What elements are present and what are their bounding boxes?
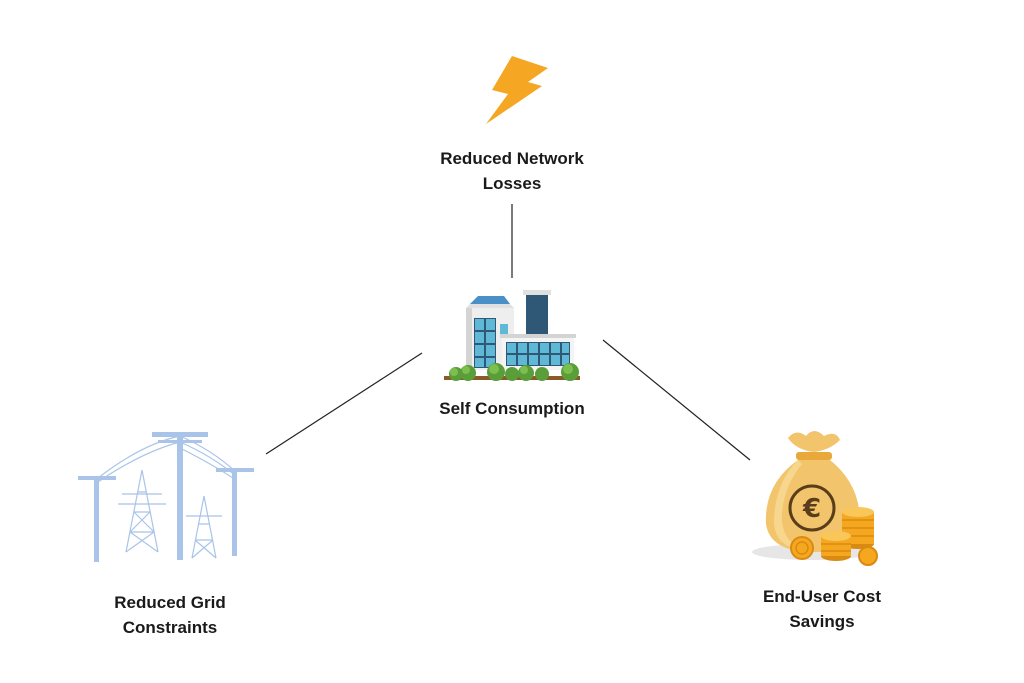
center-node-label: Self Consumption <box>439 399 585 418</box>
money-bag-euro-icon: € <box>740 424 890 579</box>
node-label-grid: Reduced Grid Constraints <box>114 593 226 637</box>
node-label-savings: End-User Cost Savings <box>762 587 882 631</box>
power-pylons-icon <box>72 424 262 569</box>
connector-line-grid <box>265 352 423 455</box>
node-label-network: Reduced Network Losses <box>440 149 584 193</box>
svg-text:€: € <box>802 494 821 524</box>
lightning-bolt-icon <box>476 52 552 133</box>
connector-line-savings <box>602 339 751 461</box>
building-solar-icon <box>438 286 586 391</box>
